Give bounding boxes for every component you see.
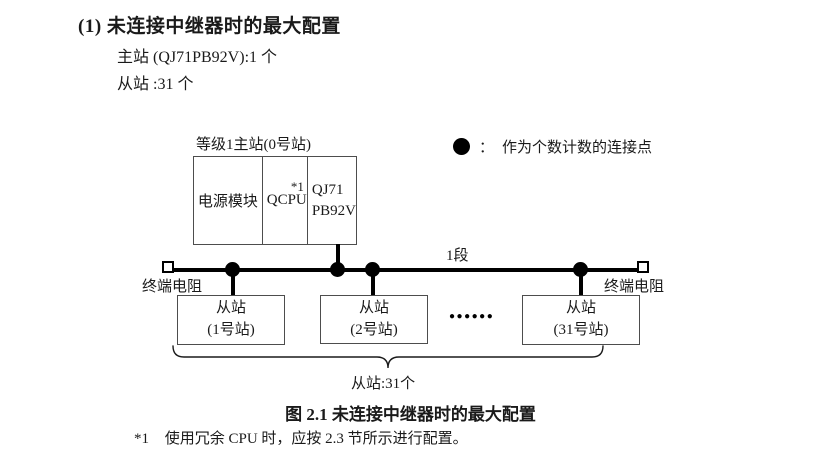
terminating-resistor-right-icon [637,261,649,273]
slave31-label-line2: (31号站) [553,322,609,338]
brace-label: 从站:31个 [351,376,416,392]
legend: ： 作为个数计数的连接点 [453,136,652,157]
connection-point-dot [365,262,380,277]
legend-text: 作为个数计数的连接点 [502,140,653,156]
slave31-label-line1: 从站 [565,300,596,317]
ellipsis-dots: ●●●●●● [449,311,495,322]
qcpu-cell: QCPU *1 [263,157,308,244]
bus-line [174,268,638,272]
slave1-label-line2: (1号站) [207,322,255,338]
connection-point-dot [573,262,588,277]
master-drop-line [336,244,340,270]
connection-point-dot-icon [453,138,470,155]
qcpu-label: QCPU [266,192,307,208]
slave31-drop-line [579,270,583,295]
power-module-cell: 电源模块 [194,157,263,244]
footnote-text: 使用冗余 CPU 时，应按 2.3 节所示进行配置。 [164,431,468,447]
pb92v-cell: QJ71 PB92V [308,157,356,244]
connection-point-dot [225,262,240,277]
terminating-resistor-left-icon [162,261,174,273]
slave-station-31-box: 从站 (31号站) [522,295,640,345]
slave-count-line: 从站 :31 个 [117,76,194,93]
section-heading: (1) 未连接中继器时的最大配置 [78,16,341,37]
slave-station-2-box: 从站 (2号站) [320,295,428,344]
slave1-drop-line [231,270,235,295]
terminating-resistor-right-label: 终端电阻 [604,279,665,295]
slave2-drop-line [371,270,375,295]
master-station-label: 等级1主站(0号站) [196,137,311,153]
pb92v-label-line1: QJ71 [311,182,344,199]
footnote: *1 使用冗余 CPU 时，应按 2.3 节所示进行配置。 [134,427,468,448]
figure-caption: 图 2.1 未连接中继器时的最大配置 [285,405,536,424]
footnote-ref-marker: *1 [290,179,304,194]
segment-label: 1段 [446,248,469,264]
master-count-line: 主站 (QJ71PB92V):1 个 [117,49,278,66]
footnote-marker: *1 [134,431,149,447]
slave-station-1-box: 从站 (1号站) [177,295,285,345]
terminating-resistor-left-label: 终端电阻 [142,279,203,295]
pb92v-label-line2: PB92V [311,202,356,219]
slave2-label-line2: (2号站) [350,321,398,338]
slave2-label-line1: 从站 [358,299,389,316]
slave1-label-line1: 从站 [215,300,246,317]
brace-shape [172,345,604,369]
legend-separator: ： [479,140,495,156]
master-station-box: 电源模块 QCPU *1 QJ71 PB92V [193,156,357,245]
